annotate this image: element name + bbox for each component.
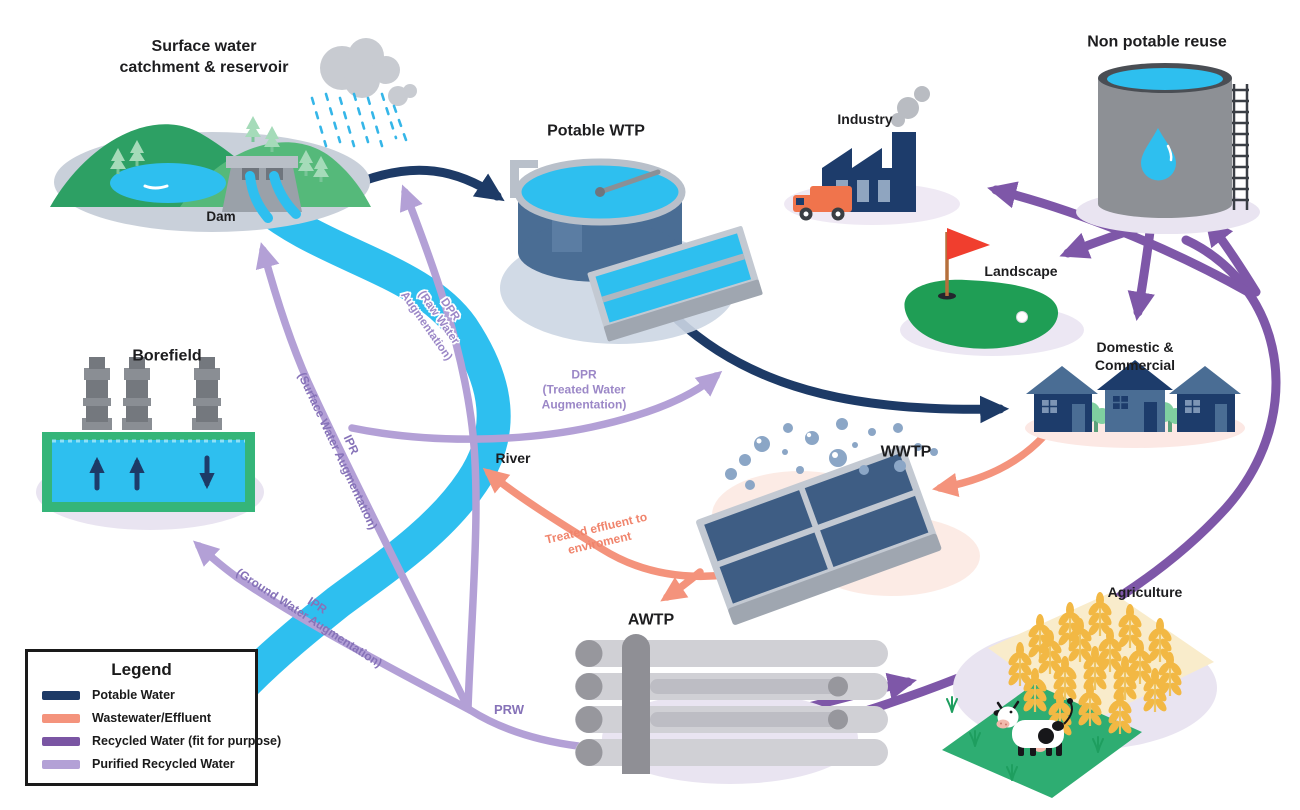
- label-domestic-commercial: Domestic & Commercial: [1094, 338, 1176, 373]
- bore-pump-icon: [122, 357, 152, 430]
- house-icon: [1026, 366, 1098, 432]
- flow-wtp-to-domestic: [673, 315, 1010, 424]
- legend-item-recycled: Recycled Water (fit for purpose): [42, 734, 281, 748]
- legend-item-purified: Purified Recycled Water: [42, 757, 255, 771]
- non-potable-tank-illustration: [1076, 63, 1260, 234]
- landscape-illustration: [900, 228, 1084, 356]
- water-drop-icon: [1141, 128, 1176, 181]
- label-agriculture: Agriculture: [1107, 583, 1183, 600]
- legend-item-potable: Potable Water: [42, 688, 255, 702]
- purified-recycled-water-swatch: [42, 759, 80, 769]
- river-stream: [229, 183, 511, 699]
- reservoir-illustration: [50, 38, 417, 232]
- label-non-potable-reuse: Non potable reuse: [1087, 33, 1227, 51]
- potable-water-flows: [361, 165, 1010, 424]
- industry-illustration: [784, 86, 960, 225]
- flow-wwtp-to-river: [482, 467, 760, 581]
- label-river: River: [495, 449, 531, 466]
- flow-dpr-raw-water: [399, 184, 480, 712]
- potable-wtp-illustration: [500, 158, 763, 344]
- label-potable-wtp: Potable WTP: [547, 122, 645, 140]
- flow-dpr-treated-water: [348, 370, 723, 443]
- rain-cloud-illustration: [310, 38, 417, 148]
- borefield-illustration: [36, 357, 264, 530]
- recycled-water-swatch: [42, 736, 80, 746]
- label-awtp: AWTP: [627, 611, 675, 629]
- tank-ladder: [1232, 84, 1249, 210]
- truck-illustration: [793, 186, 852, 221]
- legend-title: Legend: [111, 660, 172, 679]
- label-dam: Dam: [206, 209, 236, 225]
- awtp-illustration: [575, 634, 888, 784]
- label-surface-water: Surface water catchment & reservoir: [119, 38, 289, 76]
- potable-water-swatch: [42, 690, 80, 700]
- legend-item-wastewater: Wastewater/Effluent: [42, 711, 255, 725]
- house-icon: [1097, 360, 1173, 432]
- label-flow-prw: PRW: [493, 701, 525, 717]
- domestic-commercial-illustration: [1025, 360, 1245, 448]
- golf-flag-icon: [947, 228, 990, 260]
- flow-dam-to-wtp: [361, 165, 505, 202]
- legend: Legend Potable Water Wastewater/Effluent…: [25, 649, 281, 786]
- agriculture-illustration: [942, 590, 1217, 798]
- flow-ipr-ground-water: [193, 540, 474, 714]
- wastewater-swatch: [42, 713, 80, 723]
- label-flow-dpr-treated: DPR (Treated Water Augmentation): [541, 367, 627, 412]
- wwtp-illustration: [696, 418, 980, 625]
- dam-illustration: [222, 156, 302, 223]
- cow-illustration: [993, 698, 1073, 756]
- flow-prw-trunk: [466, 706, 582, 750]
- flow-domestic-to-wwtp: [932, 432, 1048, 497]
- flow-wwtp-to-awtp: [660, 568, 704, 602]
- flow-ipr-surface-water: [255, 242, 472, 712]
- label-wwtp: WWTP: [880, 443, 932, 461]
- label-industry: Industry: [837, 110, 893, 127]
- bore-pump-icon: [192, 357, 222, 430]
- purified-recycled-water-flows: [193, 184, 723, 750]
- house-icon: [1169, 366, 1241, 432]
- bore-pump-icon: [82, 357, 112, 430]
- bubbles-illustration: [725, 418, 938, 490]
- wastewater-flows: [482, 432, 1048, 602]
- label-landscape: Landscape: [984, 262, 1058, 279]
- label-borefield: Borefield: [132, 347, 202, 365]
